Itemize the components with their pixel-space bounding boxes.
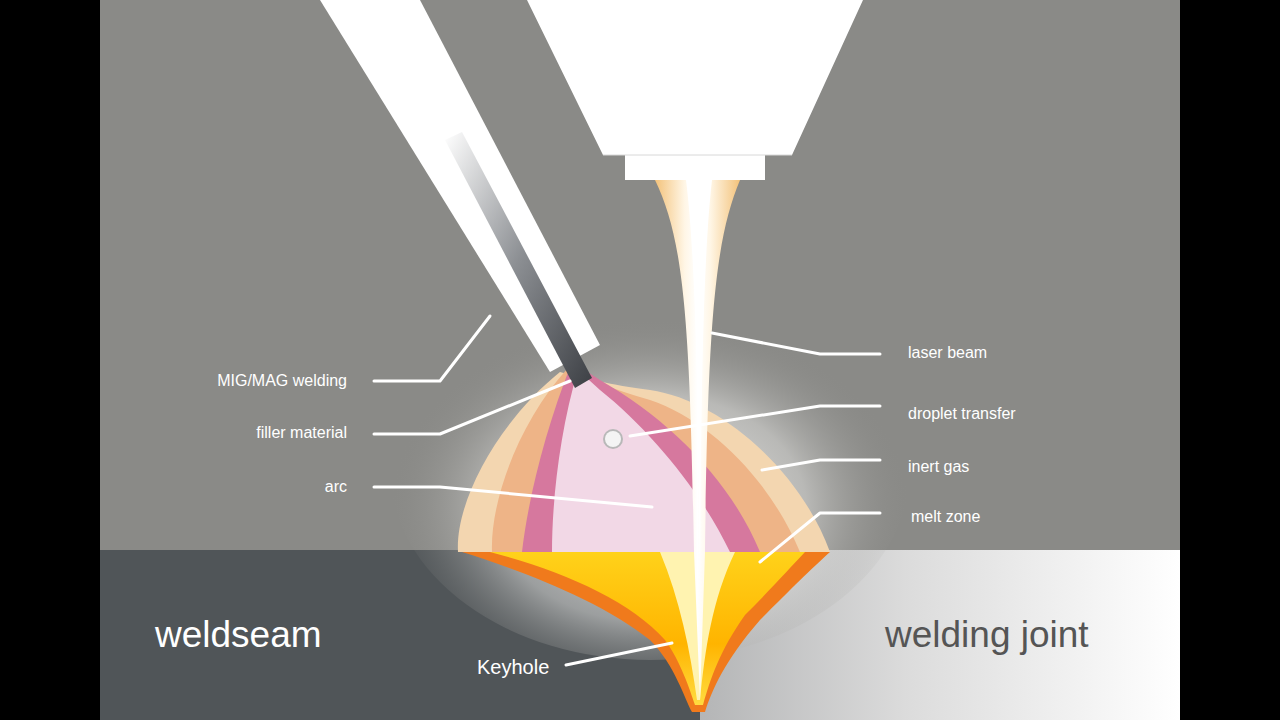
part-label: laser beam — [908, 345, 987, 361]
leader-lines — [374, 316, 880, 665]
part-label: melt zone — [911, 509, 980, 525]
part-label: inert gas — [908, 459, 969, 475]
region-label: welding joint — [885, 616, 1089, 653]
region-label: weldseam — [155, 616, 322, 653]
part-label: Keyhole — [477, 657, 549, 677]
part-label: MIG/MAG welding — [217, 373, 347, 389]
part-label: arc — [325, 479, 347, 495]
part-label: filler material — [256, 425, 347, 441]
part-label: droplet transfer — [908, 406, 1016, 422]
